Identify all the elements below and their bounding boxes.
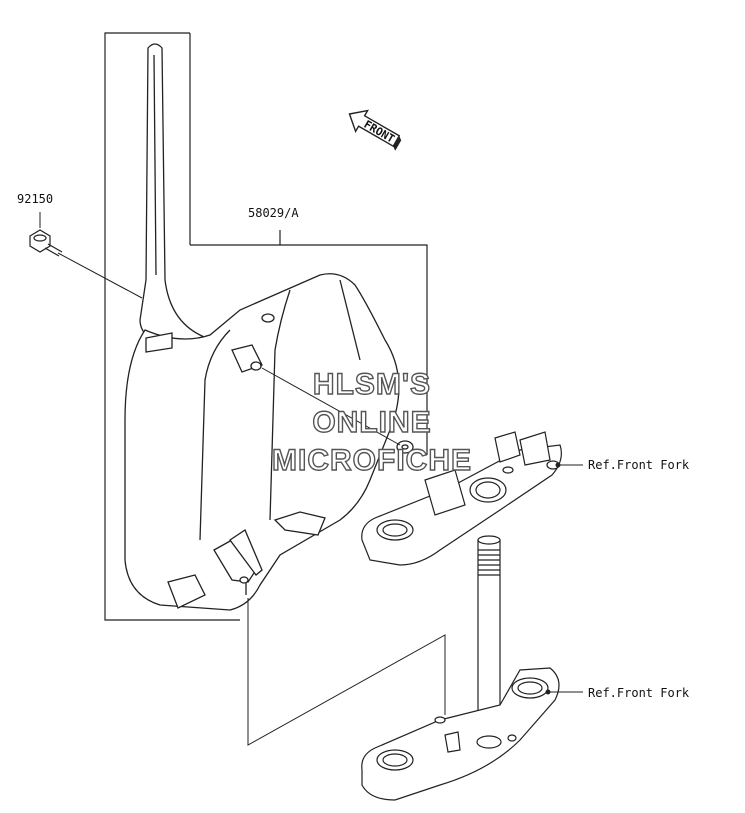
cover-part-number: 58029/A [248,206,299,220]
upper-fork-clamp[interactable] [361,431,562,566]
front-direction-arrow: FRONT [348,109,402,151]
number-plate-cover[interactable] [124,43,414,611]
ref-front-fork-upper: Ref.Front Fork [588,458,690,472]
steering-stem[interactable] [477,535,501,741]
bolt-part-number: 92150 [17,192,53,206]
watermark-line-1: HLSM'S [313,368,431,401]
ref-leader-lines [545,462,583,695]
watermark-line-2: ONLINE [312,406,431,439]
bolt-leader-line [39,212,143,299]
cover-to-clamp-leader [247,367,446,746]
watermark: HLSM'S ONLINE MICROFICHE [271,367,472,477]
front-arrow-label: FRONT [362,118,398,146]
ref-front-fork-lower: Ref.Front Fork [588,686,690,700]
bolt-92150[interactable] [29,229,63,257]
watermark-line-3: MICROFICHE [272,444,472,477]
lower-fork-clamp[interactable] [361,667,560,801]
assembly-bracket-lines [104,32,428,621]
